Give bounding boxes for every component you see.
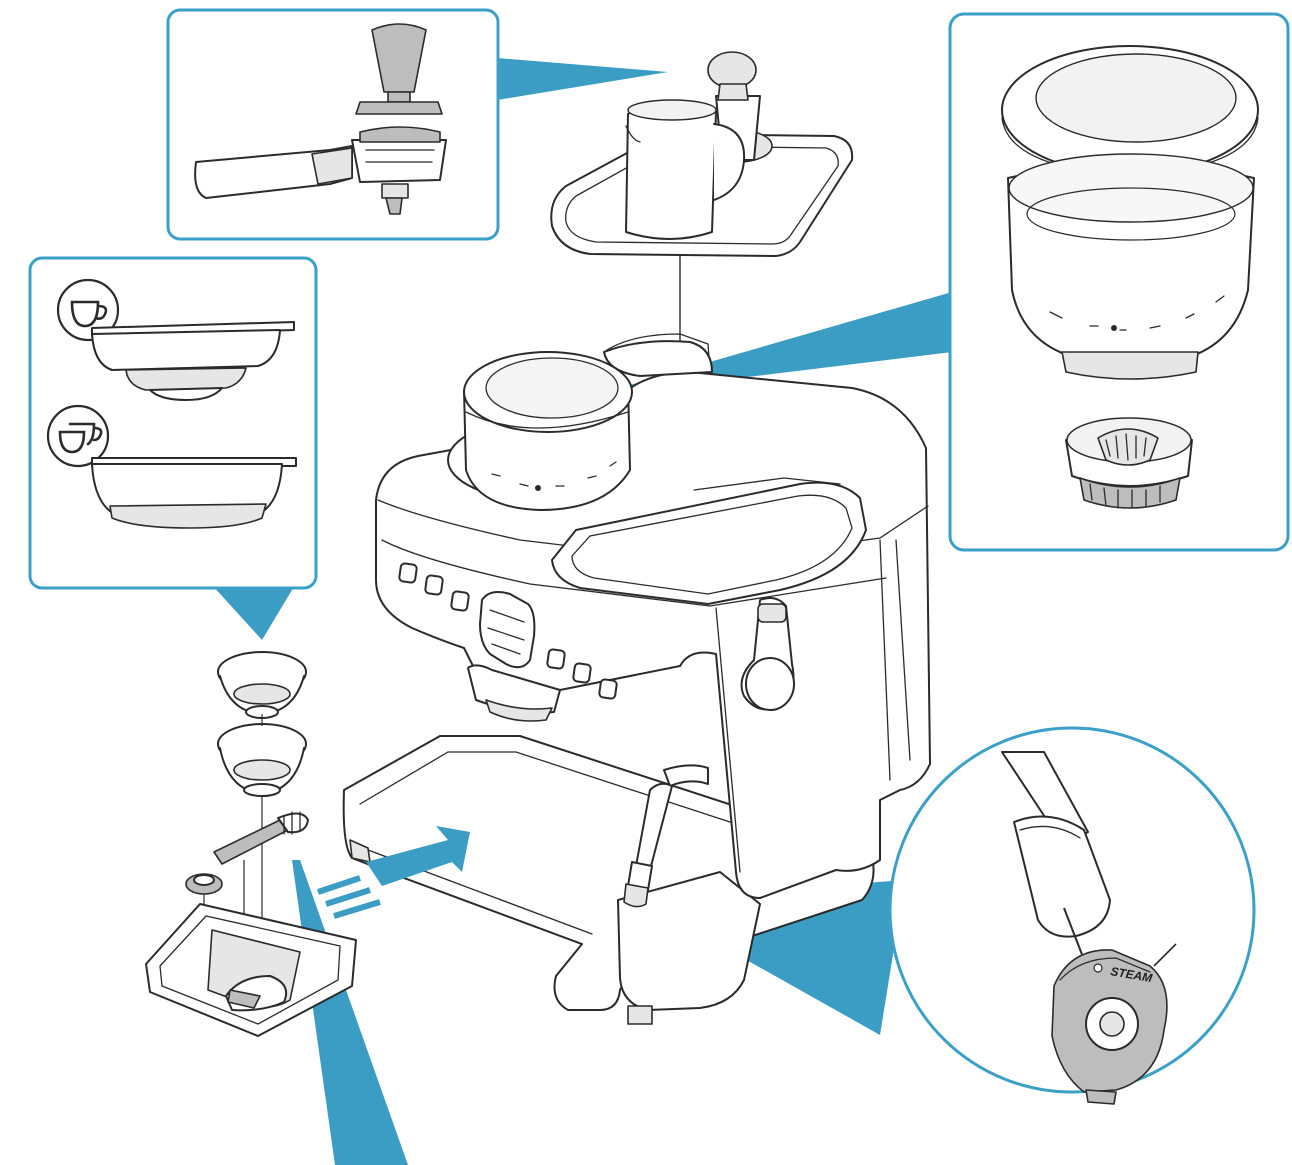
single-cup-icon	[56, 278, 120, 342]
insert-arrow	[317, 826, 470, 919]
cleaning-disc	[185, 873, 223, 895]
control-panel	[398, 562, 618, 700]
conical-burr	[1065, 417, 1193, 509]
control-button	[398, 562, 418, 584]
filter-baskets-callout-box	[28, 256, 318, 590]
espresso-machine	[342, 333, 931, 1025]
filter-basket-loose-double	[217, 723, 307, 797]
single-filter-basket	[91, 321, 295, 401]
double-cup-icon	[46, 404, 110, 468]
drip-tray	[342, 735, 875, 1025]
callout-beam-filter-baskets	[212, 585, 295, 640]
callout-beam-tamper	[497, 58, 668, 100]
tamper	[355, 23, 443, 115]
hopper-lid	[1001, 45, 1259, 177]
group-head	[467, 664, 561, 722]
steam-control-knob	[740, 597, 795, 711]
accessory-storage-tray	[145, 903, 357, 1037]
control-button	[424, 574, 444, 596]
loose-accessories	[145, 651, 357, 1037]
control-button	[546, 648, 566, 670]
steam-tip-magnified-callout: STEAM	[888, 726, 1256, 1105]
callout-beam-accessory-tray	[292, 860, 408, 1165]
double-filter-basket	[91, 457, 297, 529]
machine-bean-hopper	[447, 351, 633, 511]
milk-jug-tray-assembly	[550, 51, 854, 257]
tamper-callout-box	[166, 8, 500, 241]
filter-basket-loose-single	[217, 651, 307, 719]
bean-hopper-callout-box	[948, 12, 1290, 552]
control-button	[598, 678, 618, 700]
water-tank-lid	[551, 477, 867, 605]
control-button	[572, 662, 592, 684]
hopper-body	[1007, 153, 1255, 380]
steam-wand	[623, 764, 709, 908]
cleaning-brush	[213, 811, 309, 865]
control-button	[450, 590, 470, 612]
portafilter	[194, 126, 447, 215]
